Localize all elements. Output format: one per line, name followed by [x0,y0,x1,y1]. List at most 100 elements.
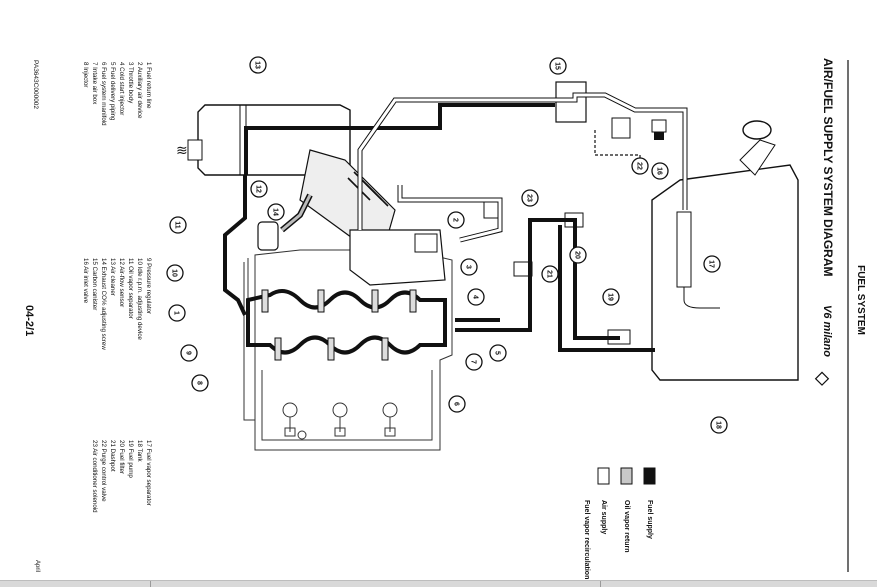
callout-number: 6 [453,402,460,406]
callout-number: 7 [470,360,477,364]
legend-item: 7 Intake air box [91,62,98,105]
legend-item: 6 Fuel system manifold [100,62,107,126]
callout-number: 22 [636,162,643,170]
callout-17: 17 [703,255,721,273]
legend-item: 21 Dashpot [109,440,116,472]
legend-item: 23 Air conditioner solenoid [91,440,98,513]
callout-23: 23 [521,189,539,207]
svg-text:1 Fuel return line2 Auxiliar: 1 Fuel return line2 Auxiliary air device… [82,62,152,126]
legend-item: 8 Injector [82,62,89,87]
legend-item: 3 Throttle body [127,62,134,104]
key-swatch [643,467,656,485]
logo-icon [814,371,830,386]
fuel-vapor-separator [676,211,692,288]
aux-air-device [414,233,438,253]
callout-22: 22 [631,157,649,175]
fuel-supply-lines [223,103,655,352]
legend-item: 2 Auxiliary air device [136,62,143,119]
callout-15: 15 [549,57,567,75]
corner-mark: April [34,560,40,572]
callout-number: 11 [174,221,181,229]
legend-item: 18 Tank [136,440,143,462]
callout-number: 21 [546,270,553,278]
callout-number: 12 [255,185,262,193]
svg-text:17 Fuel vapor separator18 Ta: 17 Fuel vapor separator18 Tank19 Fuel pu… [91,440,152,513]
callout-number: 10 [171,269,178,277]
callout-13: 13 [249,56,267,74]
key-label: Fuel supply [646,500,653,539]
key-swatch [597,467,610,485]
key-label: Fuel vapor recirculation [583,500,590,579]
injectors [261,289,417,361]
purge-control-valve [611,117,631,139]
legend-item: 9 Pressure regulator [145,258,152,314]
legend-item: 22 Purge control valve [100,440,107,502]
callout-number: 15 [554,62,561,70]
callout-4: 4 [467,288,485,306]
legend-item: 10 Idle r.p.m. adjusting device [136,258,143,340]
arrow-mark: ≋ [176,142,188,158]
callout-18: 18 [710,416,728,434]
callout-10: 10 [166,264,184,282]
tank-filler-neck [739,139,776,176]
oil-vapor-separator [257,221,279,251]
callout-12: 12 [250,180,268,198]
callout-number: 8 [196,381,203,385]
callout-11: 11 [169,216,187,234]
engine-block [243,249,453,451]
callout-20: 20 [569,246,587,264]
legend-item: 20 Fuel filter [118,440,125,474]
callout-number: 18 [715,421,722,429]
figure-ref: PA3643C000002 [32,60,39,109]
key-label: Oil vapor return [623,500,630,553]
callout-1: 1 [168,304,186,322]
key-swatch [620,467,633,485]
callout-number: 9 [185,351,192,355]
callout-3: 3 [460,258,478,276]
callout-number: 17 [708,260,715,268]
callout-number: 19 [607,293,614,301]
callout-6: 6 [448,395,466,413]
ac-solenoid [483,199,499,219]
legend-item: 5 Fuel delivery piping [109,62,116,121]
air-cleaner-inlet [187,139,203,161]
callout-2: 2 [447,211,465,229]
model-name: V6 milano [821,305,833,357]
callout-number: 4 [472,295,479,299]
callout-number: 20 [574,251,581,259]
section-title: FUEL SYSTEM [855,265,866,335]
legend-item: 11 Oil vapor separator [127,258,134,319]
callout-number: 2 [452,218,459,222]
line-key: Fuel supply Oil vapor return Air supply Fue… [583,467,656,579]
legend-item: 19 Fuel pump [127,440,134,478]
callout-number: 14 [272,208,279,216]
callout-5: 5 [489,344,507,362]
callout-8: 8 [191,374,209,392]
bottom-scrollbar[interactable] [0,580,877,587]
fuel-tank [651,164,799,381]
callout-number: 3 [465,265,472,269]
callout-14: 14 [267,203,285,221]
legend-item: 1 Fuel return line [145,62,152,109]
page-title: AIR/FUEL SUPPLY SYSTEM DIAGRAM [821,58,835,276]
callout-number: 5 [494,351,501,355]
callout-9: 9 [180,344,198,362]
legend-item: 12 Air-flow sensor [118,258,125,307]
key-label: Air supply [600,500,607,534]
legend-item: 16 Air inlet valve [82,258,89,304]
legend-item: 13 Air cleaner [109,258,116,296]
callout-number: 13 [254,61,261,69]
page-number: 04-2/1 [23,305,35,336]
legend-item: 17 Fuel vapor separator [145,440,152,506]
callout-7: 7 [465,353,483,371]
legend-left: 1 Fuel return line2 Auxiliary air device… [82,62,152,126]
callout-number: 23 [526,194,533,202]
callout-21: 21 [541,265,559,283]
legend-item: 4 Cold start injector [118,62,125,115]
callout-number: 1 [173,311,180,315]
callout-number: 16 [656,167,663,175]
legend-item: 14 Exhaust CO% adjusting screw [100,258,107,350]
legend-right: 17 Fuel vapor separator18 Tank19 Fuel pu… [91,440,152,513]
